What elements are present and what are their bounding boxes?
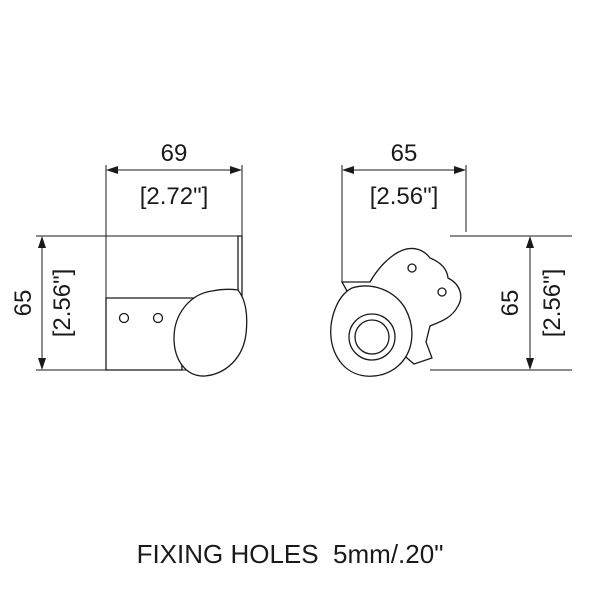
left-corner-bracket bbox=[105, 235, 248, 377]
left-height-in: [2.56"] bbox=[49, 269, 76, 338]
corner-socket-inner bbox=[354, 319, 390, 355]
fixing-hole bbox=[437, 287, 447, 297]
right-height-dimension: 65 [2.56"] bbox=[430, 235, 572, 371]
right-height-in: [2.56"] bbox=[539, 269, 566, 338]
left-width-in: [2.72"] bbox=[140, 183, 209, 210]
left-view: 69 [2.72"] 65 [2.56"] bbox=[10, 140, 248, 377]
left-width-mm: 69 bbox=[161, 140, 188, 167]
right-width-in: [2.56"] bbox=[370, 183, 439, 210]
left-ball-corner bbox=[173, 288, 248, 377]
left-height-dimension: 65 [2.56"] bbox=[10, 235, 238, 371]
right-width-mm: 65 bbox=[391, 140, 418, 167]
right-width-dimension: 65 [2.56"] bbox=[341, 140, 467, 282]
left-width-dimension: 69 [2.72"] bbox=[105, 140, 243, 298]
caption-fixing-holes: FIXING HOLES 5mm/.20" bbox=[137, 539, 444, 569]
left-height-mm: 65 bbox=[10, 290, 37, 317]
fixing-hole bbox=[152, 312, 164, 324]
right-height-mm: 65 bbox=[497, 290, 524, 317]
fixing-hole bbox=[118, 312, 130, 324]
fixing-hole bbox=[407, 263, 417, 273]
right-view: 65 [2.56"] 65 [2.56"] bbox=[330, 140, 572, 377]
right-corner-bracket bbox=[330, 247, 462, 377]
